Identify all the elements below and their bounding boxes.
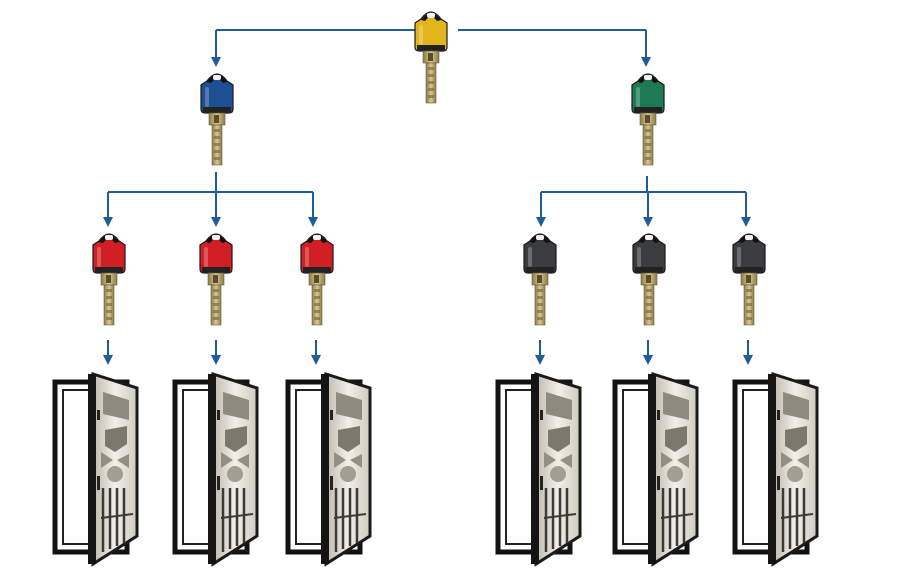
door-leaf (208, 371, 259, 567)
user-key-ring-hole (536, 235, 544, 240)
user-key (732, 233, 766, 326)
connector-lines (103, 29, 753, 365)
door-leaf (531, 371, 582, 567)
user-key-head (732, 233, 766, 274)
user-key-head (632, 233, 666, 274)
door (285, 371, 372, 567)
master-key-ring-hole (427, 13, 435, 18)
door-handle (217, 410, 220, 420)
door-handle (540, 410, 543, 420)
user-key-ring-hole (645, 235, 653, 240)
door-handle (657, 410, 660, 420)
door-handle (97, 410, 100, 420)
master-key (414, 11, 448, 104)
door (495, 371, 582, 567)
door-hinge-edge (321, 374, 329, 564)
group-key-left-ring-hole (213, 75, 221, 80)
door (732, 371, 819, 567)
door-hinge-edge (768, 374, 776, 564)
door-hinge-edge (88, 374, 96, 564)
user-key (300, 233, 334, 326)
door-leaf (321, 371, 372, 567)
master-key-head (414, 11, 448, 52)
user-key-ring-hole (212, 235, 220, 240)
door (52, 371, 139, 567)
user-key (92, 233, 126, 326)
door-leaf (648, 371, 699, 567)
door-leaf (88, 371, 139, 567)
user-key-ring-hole (105, 235, 113, 240)
user-key-head (300, 233, 334, 274)
keys-layer (92, 11, 766, 326)
group-key-left (200, 73, 234, 166)
user-key (632, 233, 666, 326)
user-key-base (635, 267, 663, 273)
user-key-base (202, 267, 230, 273)
user-key-ring-hole (313, 235, 321, 240)
user-key-base (526, 267, 554, 273)
doors-layer (52, 371, 819, 567)
user-key-base (303, 267, 331, 273)
door-hinge-edge (208, 374, 216, 564)
group-key-right (631, 73, 665, 166)
user-key (523, 233, 557, 326)
door-hinge-edge (648, 374, 656, 564)
user-key (199, 233, 233, 326)
group-key-right-head (631, 73, 665, 114)
door-leaf (768, 371, 819, 567)
user-key-base (95, 267, 123, 273)
door (172, 371, 259, 567)
master-key-base (417, 45, 445, 51)
user-key-base (735, 267, 763, 273)
group-key-left-head (200, 73, 234, 114)
user-key-head (92, 233, 126, 274)
group-key-right-ring-hole (644, 75, 652, 80)
user-key-head (523, 233, 557, 274)
user-key-ring-hole (745, 235, 753, 240)
door-hinge-edge (531, 374, 539, 564)
door-handle (777, 410, 780, 420)
user-key-head (199, 233, 233, 274)
group-key-left-base (203, 107, 231, 113)
door-handle (330, 410, 333, 420)
group-key-right-base (634, 107, 662, 113)
door (612, 371, 699, 567)
